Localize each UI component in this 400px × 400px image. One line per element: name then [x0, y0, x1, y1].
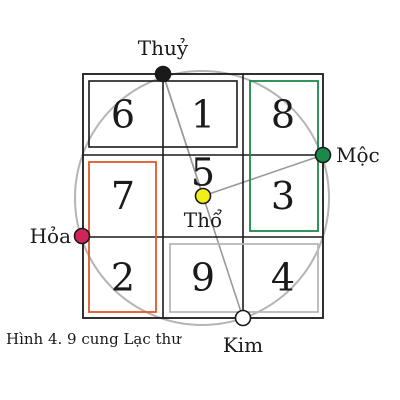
cell-number-2: 2: [111, 255, 135, 299]
hoa-node: [73, 227, 91, 245]
figure-caption: Hình 4. 9 cung Lạc thư: [6, 330, 182, 348]
cell-number-9: 9: [191, 255, 215, 299]
cell-number-1: 1: [191, 93, 215, 137]
moc-node: [314, 146, 332, 164]
cycle-circle: [74, 70, 330, 326]
cell-number-6: 6: [111, 93, 135, 137]
cell-number-5: 5: [191, 150, 215, 194]
grid-outer: [82, 73, 324, 319]
hoa-label: Hỏa: [30, 224, 71, 248]
kim-label: Kim: [223, 333, 263, 357]
cell-number-7: 7: [111, 174, 135, 218]
thuy-node: [154, 65, 172, 83]
tho-label: Thổ: [184, 208, 222, 232]
thuy-label: Thuỷ: [138, 36, 189, 60]
cell-number-4: 4: [271, 255, 295, 299]
cell-number-3: 3: [271, 174, 295, 218]
kim-node: [234, 309, 252, 327]
tho-node: [194, 187, 212, 205]
cell-numbers: 6 1 8 7 5 3 2 9 4: [111, 93, 295, 300]
line-tho-moc: [202, 154, 324, 197]
moc-label: Mộc: [336, 143, 380, 167]
cell-number-8: 8: [271, 93, 295, 137]
